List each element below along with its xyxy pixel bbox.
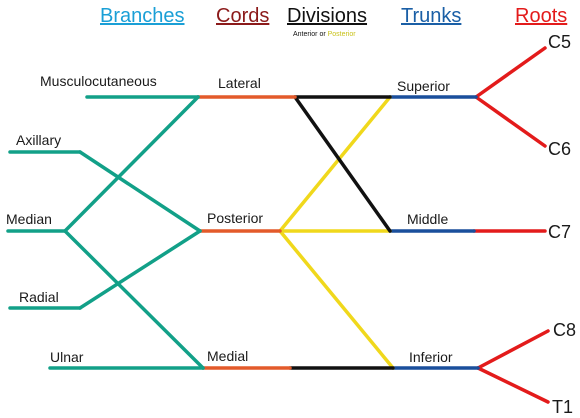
branch-radial-diagonal-line: [78, 229, 202, 310]
header-cords: Cords: [216, 5, 269, 27]
label-ulnar: Ulnar: [50, 349, 84, 365]
label-posterior: Posterior: [207, 210, 263, 226]
label-c8: C8: [553, 320, 576, 340]
root-c8-line: [476, 329, 550, 370]
division-middle-anterior-line: [293, 95, 392, 233]
root-c6-line: [474, 95, 547, 148]
label-c7: C7: [548, 222, 571, 242]
root-c5-line: [474, 46, 547, 99]
label-median: Median: [6, 211, 52, 227]
label-inferior: Inferior: [409, 349, 453, 365]
label-axillary: Axillary: [16, 132, 61, 148]
label-t1: T1: [552, 397, 573, 417]
division-superior-posterior-line: [278, 95, 392, 233]
header-trunks: Trunks: [401, 5, 461, 27]
label-medial: Medial: [207, 348, 248, 364]
branch-axillary-diagonal-line: [78, 150, 202, 233]
label-middle: Middle: [407, 211, 448, 227]
header-divisions: Divisions: [287, 5, 367, 27]
division-inferior-posterior-line: [278, 229, 395, 370]
divisions-note: Anterior or Posterior: [293, 31, 356, 38]
label-musculocutaneous: Musculocutaneous: [40, 73, 157, 89]
divisions-note-anterior: Anterior or: [293, 31, 328, 38]
header-branches: Branches: [100, 5, 185, 27]
label-superior: Superior: [397, 78, 450, 94]
root-t1-line: [476, 366, 550, 404]
header-roots: Roots: [515, 5, 567, 27]
label-lateral: Lateral: [218, 75, 261, 91]
branch-lateral-to-median-line: [63, 95, 200, 233]
label-radial: Radial: [19, 289, 59, 305]
branch-medial-to-median-line: [63, 229, 205, 370]
label-c5: C5: [548, 32, 571, 52]
label-c6: C6: [548, 139, 571, 159]
divisions-note-posterior: Posterior: [328, 31, 357, 38]
